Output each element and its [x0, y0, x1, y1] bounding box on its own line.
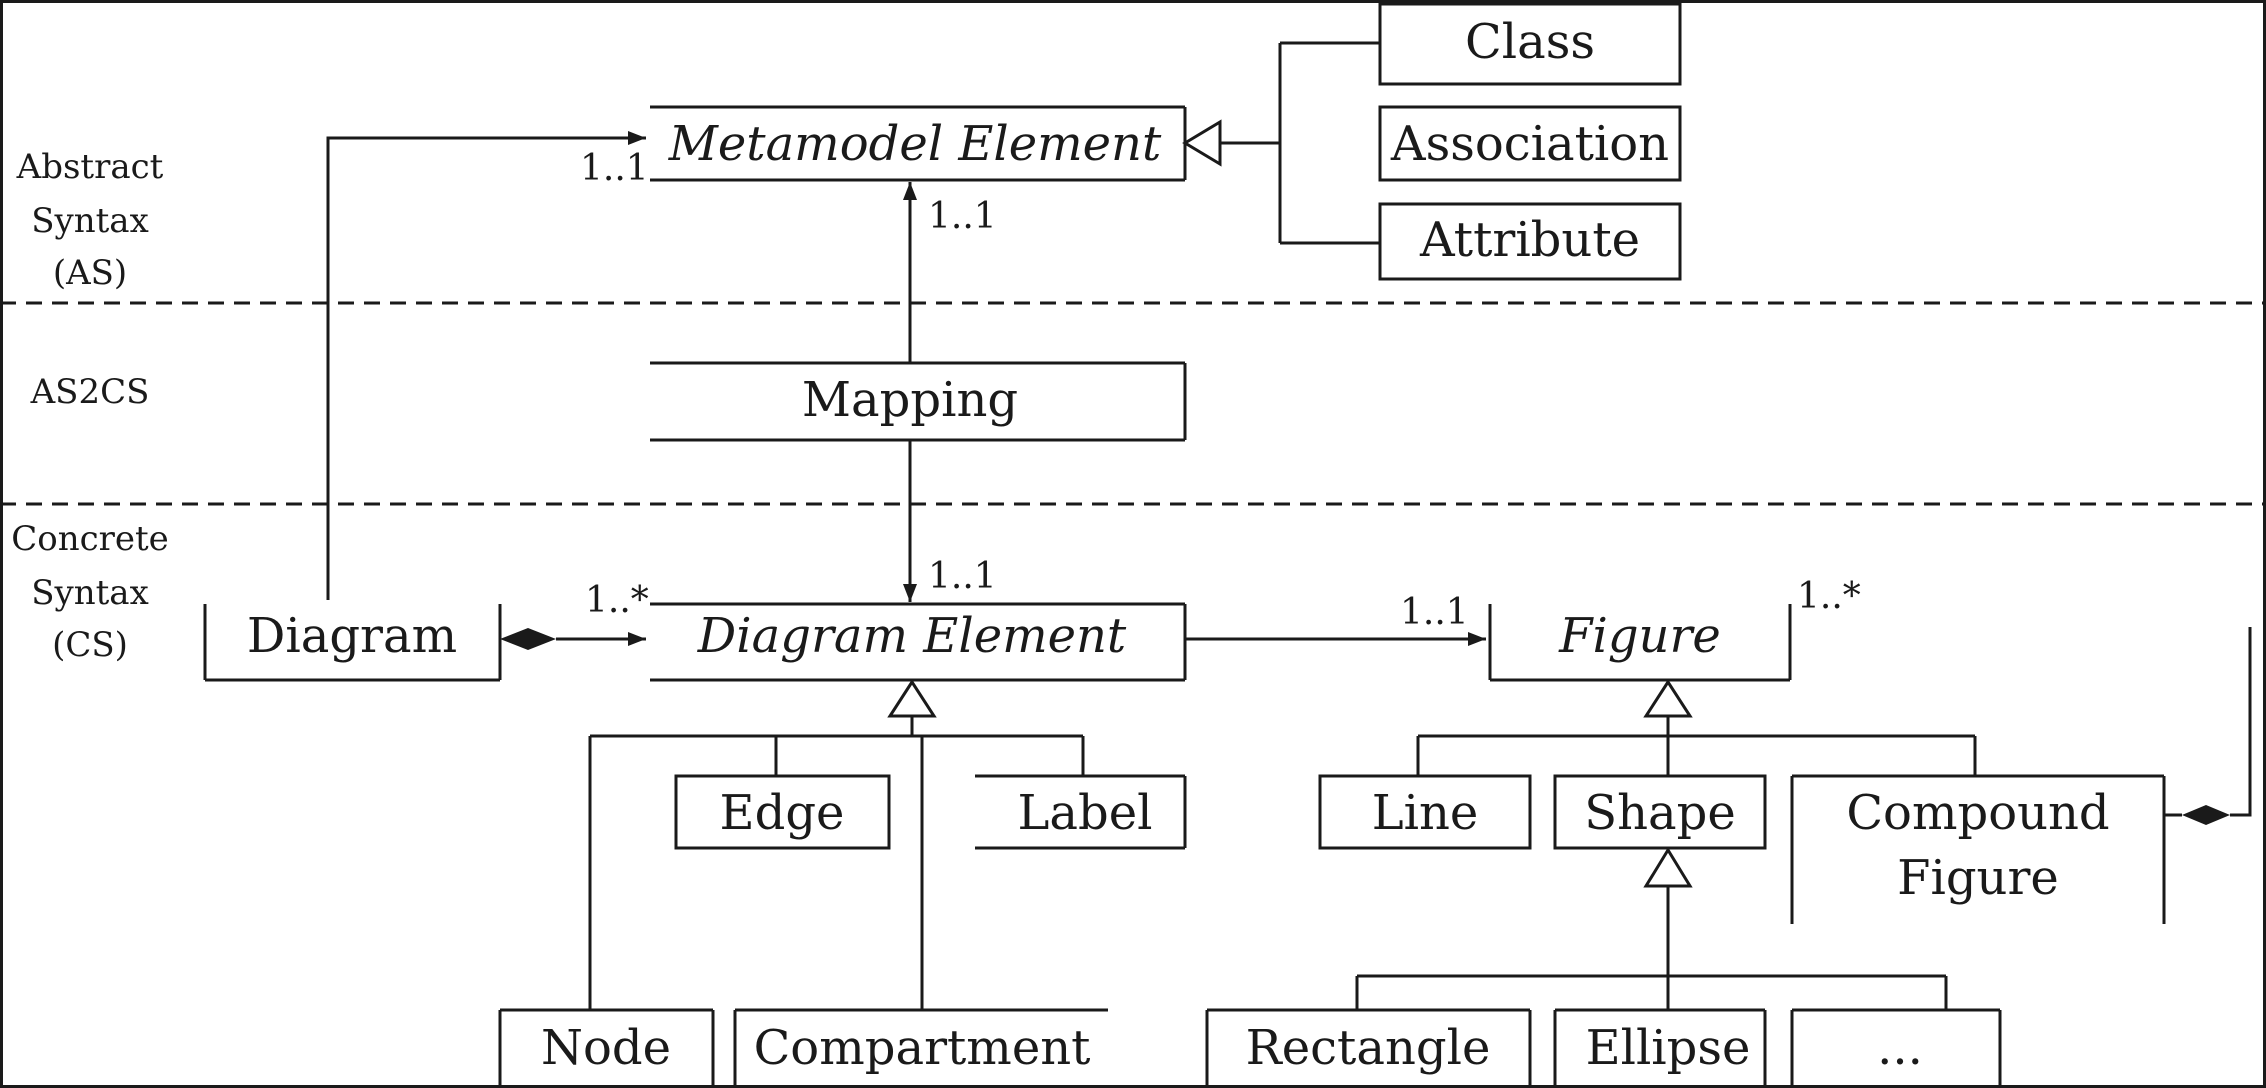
- class-label: Label: [975, 774, 1187, 850]
- class-rectangle: Rectangle: [1205, 1008, 1532, 1088]
- class-shape-name: Shape: [1584, 785, 1736, 841]
- layer-label-concrete-syntax-2: Syntax: [31, 573, 149, 613]
- class-compound-figure-name-2: Figure: [1897, 850, 2059, 906]
- class-edge: Edge: [674, 774, 891, 850]
- mult-diagram-diagram-element: 1..*: [585, 580, 649, 621]
- class-node-name: Node: [541, 1020, 671, 1076]
- class-more-name: ...: [1877, 1020, 1923, 1076]
- class-figure-name: Figure: [1558, 608, 1721, 664]
- class-diagram-element: Diagram Element: [650, 602, 1187, 682]
- class-ellipse: Ellipse: [1553, 1008, 1767, 1088]
- class-ellipse-name: Ellipse: [1586, 1020, 1751, 1076]
- layer-label-as2cs: AS2CS: [30, 372, 150, 412]
- generalization-metamodel-element: [1182, 41, 1380, 245]
- class-edge-name: Edge: [720, 785, 845, 841]
- class-shape: Shape: [1553, 774, 1767, 850]
- class-figure: Figure: [1488, 604, 1792, 682]
- class-diagram: Diagram: [203, 604, 502, 682]
- class-metamodel-element: Metamodel Element: [650, 105, 1187, 182]
- layer-label-concrete-syntax-1: Concrete: [11, 519, 169, 559]
- composition-compound-figure: [2164, 627, 2252, 825]
- class-attribute-name: Attribute: [1419, 212, 1640, 268]
- class-association-name: Association: [1390, 116, 1669, 172]
- class-diagram-name: Diagram: [247, 608, 457, 664]
- class-class: Class: [1378, 2, 1682, 86]
- class-label-name: Label: [1018, 785, 1153, 841]
- class-attribute: Attribute: [1378, 202, 1682, 281]
- class-mapping: Mapping: [650, 361, 1187, 442]
- class-class-name: Class: [1465, 14, 1595, 70]
- generalization-shape: [1355, 847, 1948, 1010]
- layer-label-abstract-syntax-3: (AS): [53, 253, 127, 293]
- class-compartment: Compartment: [733, 1008, 1108, 1088]
- class-compound-figure-name-1: Compound: [1846, 785, 2109, 841]
- layer-label-concrete-syntax-3: (CS): [52, 625, 128, 665]
- generalization-figure: [1416, 679, 1977, 776]
- class-association: Association: [1378, 105, 1682, 182]
- class-line: Line: [1318, 774, 1532, 850]
- mult-mapping-diagram-element: 1..1: [928, 556, 997, 597]
- class-metamodel-element-name: Metamodel Element: [668, 116, 1162, 172]
- layer-label-abstract-syntax-2: Syntax: [31, 201, 149, 241]
- mult-mapping-metamodel: 1..1: [928, 196, 997, 237]
- class-diagram-element-name: Diagram Element: [697, 608, 1127, 664]
- layer-label-abstract-syntax-1: Abstract: [16, 147, 164, 187]
- mult-diagram-element-figure: 1..1: [1400, 592, 1469, 633]
- generalization-diagram-element: [588, 679, 1085, 1010]
- class-compartment-name: Compartment: [754, 1020, 1091, 1076]
- composition-diagram-diagram-element: [500, 628, 646, 650]
- mult-diagram-metamodel: 1..1: [580, 148, 649, 189]
- class-line-name: Line: [1372, 785, 1479, 841]
- class-compound-figure: Compound Figure: [1790, 774, 2166, 924]
- class-more: ...: [1790, 1008, 2002, 1088]
- association-diagram-metamodel: [326, 131, 646, 600]
- class-node: Node: [498, 1008, 715, 1088]
- mult-compound-figure: 1..*: [1797, 576, 1861, 617]
- class-rectangle-name: Rectangle: [1246, 1020, 1491, 1076]
- class-mapping-name: Mapping: [802, 372, 1018, 428]
